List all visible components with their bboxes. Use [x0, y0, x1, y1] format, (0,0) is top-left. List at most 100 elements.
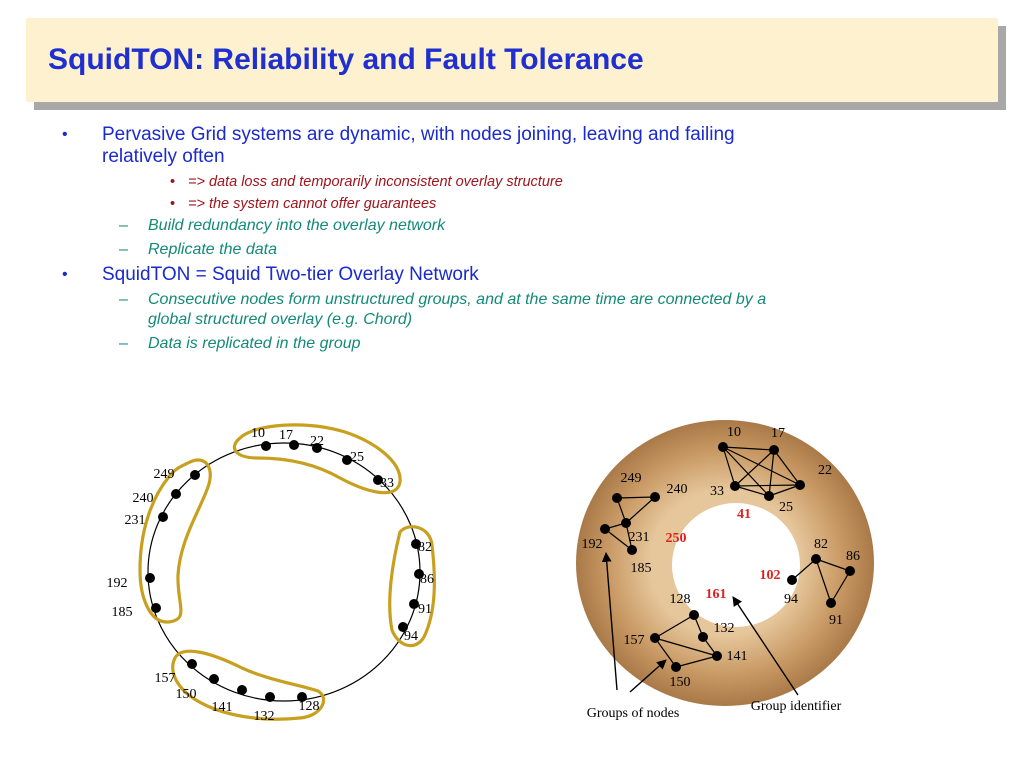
overlay-node-label-17: 17	[771, 426, 785, 441]
ring-node-25	[342, 455, 352, 465]
overlay-edge	[768, 484, 801, 497]
overlay-node-label-192: 192	[582, 537, 603, 552]
dash-glyph: –	[119, 291, 128, 308]
group-id-102: 102	[760, 568, 781, 583]
overlay-node-label-91: 91	[829, 613, 843, 628]
bullet-item: • Pervasive Grid systems are dynamic, wi…	[62, 124, 962, 168]
group-id-41: 41	[737, 507, 751, 522]
bullet-text-cont: relatively often	[102, 146, 225, 167]
arrow-to-group-a	[601, 552, 618, 691]
ring-node-185	[151, 603, 161, 613]
ring-node-82	[411, 539, 421, 549]
overlay-edge	[768, 449, 775, 497]
dash-glyph: –	[119, 217, 128, 234]
arrow-to-group-b	[629, 659, 667, 693]
overlay-node-label-141: 141	[727, 649, 748, 664]
overlay-node-label-185: 185	[631, 561, 652, 576]
overlay-node-25	[764, 491, 774, 501]
overlay-node-label-157: 157	[624, 633, 645, 648]
overlay-edge	[722, 446, 801, 486]
ring-node-10	[261, 441, 271, 451]
overlay-node-label-94: 94	[784, 592, 798, 607]
sub-bullet-item: – Replicate the data	[62, 240, 962, 260]
ring-node-132	[265, 692, 275, 702]
sub-bullet-item: – Build redundancy into the overlay netw…	[62, 216, 962, 236]
overlay-node-157	[650, 633, 660, 643]
overlay-node-22	[795, 480, 805, 490]
overlay-edge	[654, 637, 677, 668]
ring-node-label-22: 22	[310, 434, 324, 449]
ring-node-128	[297, 692, 307, 702]
bullet-text: SquidTON = Squid Two-tier Overlay Networ…	[102, 264, 479, 285]
ring-node-22	[312, 443, 322, 453]
ring-node-label-128: 128	[299, 699, 320, 714]
arrow-to-group-id	[732, 596, 799, 696]
overlay-node-label-22: 22	[818, 463, 832, 478]
overlay-node-label-82: 82	[814, 537, 828, 552]
bullet-text: Data is replicated in the group	[148, 335, 361, 352]
overlay-node-192	[600, 524, 610, 534]
ring-hole	[672, 503, 800, 627]
bullet-text: Pervasive Grid systems are dynamic, with…	[102, 124, 735, 145]
bullet-glyph: •	[170, 174, 176, 190]
ring-node-86	[414, 569, 424, 579]
ring-node-label-185: 185	[112, 605, 133, 620]
ring-node-label-240: 240	[133, 491, 154, 506]
ring-node-label-25: 25	[350, 450, 364, 465]
ring-node-label-157: 157	[155, 671, 176, 686]
overlay-edge	[830, 570, 851, 604]
overlay-edge	[734, 484, 801, 487]
bullet-text: Build redundancy into the overlay networ…	[148, 217, 446, 234]
overlay-node-185	[627, 545, 637, 555]
overlay-node-label-231: 231	[629, 530, 650, 545]
overlay-node-240	[650, 492, 660, 502]
ring-node-157	[187, 659, 197, 669]
overlay-node-label-25: 25	[779, 500, 793, 515]
bullet-list: • Pervasive Grid systems are dynamic, wi…	[62, 124, 962, 358]
node-group-outline	[388, 525, 436, 648]
ring-node-label-141: 141	[212, 700, 233, 715]
dash-glyph: –	[119, 241, 128, 258]
ring-node-94	[398, 622, 408, 632]
ring-node-249	[190, 470, 200, 480]
overlay-edge	[815, 558, 851, 572]
overlay-edge	[815, 558, 832, 604]
ring-node-label-94: 94	[404, 629, 418, 644]
slide-title: SquidTON: Reliability and Fault Toleranc…	[48, 43, 644, 76]
title-box: SquidTON: Reliability and Fault Toleranc…	[26, 18, 998, 102]
bullet-text: Consecutive nodes form unstructured grou…	[148, 291, 767, 308]
ring-node-231	[158, 512, 168, 522]
sub-sub-bullet-item: • => the system cannot offer guarantees	[62, 194, 962, 214]
overlay-node-128	[689, 610, 699, 620]
sub-bullet-item: – Data is replicated in the group	[62, 334, 962, 354]
overlay-edge	[654, 614, 695, 639]
ring-node-label-17: 17	[279, 428, 293, 443]
sub-bullet-item: – Consecutive nodes form unstructured gr…	[62, 290, 962, 330]
ring-node-label-33: 33	[380, 476, 394, 491]
bullet-glyph: •	[170, 196, 176, 212]
group-id-250: 250	[666, 531, 687, 546]
overlay-edge	[734, 449, 775, 487]
ring-node-17	[289, 440, 299, 450]
bullet-glyph: •	[62, 126, 68, 143]
overlay-node-label-240: 240	[667, 482, 688, 497]
overlay-node-150	[671, 662, 681, 672]
overlay-node-91	[826, 598, 836, 608]
ring-node-label-192: 192	[107, 576, 128, 591]
overlay-node-82	[811, 554, 821, 564]
ring-node-label-249: 249	[154, 467, 175, 482]
overlay-node-141	[712, 651, 722, 661]
dash-glyph: –	[119, 335, 128, 352]
overlay-node-86	[845, 566, 855, 576]
overlay-edge	[625, 496, 656, 524]
bullet-glyph: •	[62, 266, 68, 283]
overlay-node-label-86: 86	[846, 549, 860, 564]
bullet-text: => the system cannot offer guarantees	[188, 196, 437, 212]
overlay-edge	[616, 496, 656, 499]
ring-node-label-132: 132	[254, 709, 275, 724]
overlay-edge	[675, 655, 718, 668]
ring-node-label-86: 86	[420, 572, 434, 587]
overlay-node-label-249: 249	[621, 471, 642, 486]
